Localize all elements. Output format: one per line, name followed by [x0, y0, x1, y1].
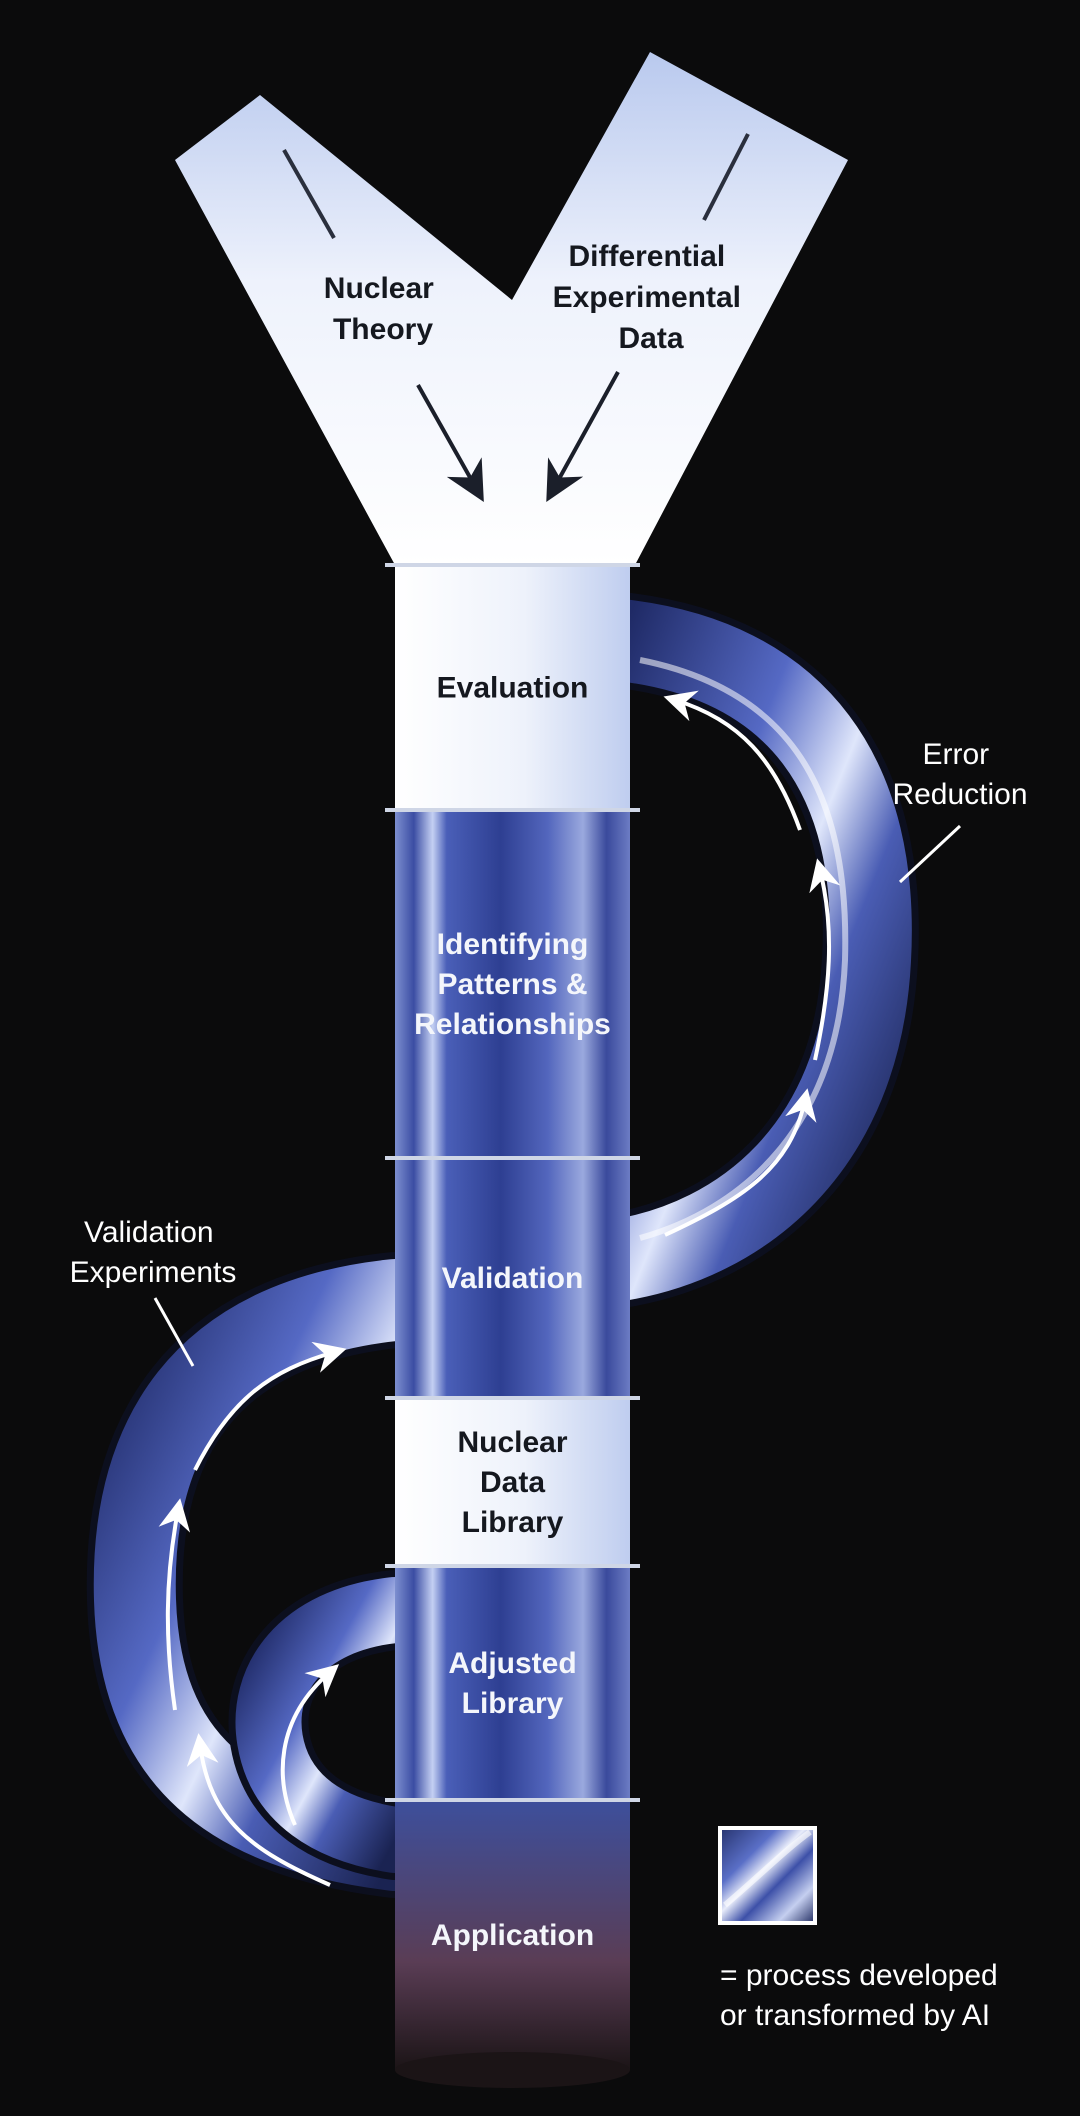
stage-evaluation-segment — [395, 565, 630, 810]
stage-application-segment — [395, 1800, 630, 2070]
stage-separator — [385, 563, 640, 567]
stage-adjusted-library-segment — [395, 1566, 630, 1800]
validation-experiments-label: Validation Experiments — [70, 1216, 237, 1289]
legend: = process developed or transformed by AI — [718, 1826, 1006, 2032]
stage-separator — [385, 1396, 640, 1400]
stage-validation-segment — [395, 1158, 630, 1398]
differential-experimental-data-label: Differential Experimental Data — [553, 240, 750, 355]
legend-text: = process developed or transformed by AI — [720, 1959, 1006, 2032]
error-reduction-loop — [572, 592, 919, 1308]
stage-validation-label: Validation — [442, 1262, 584, 1295]
column-base — [395, 2052, 630, 2088]
validation-arrow-upper — [193, 1341, 347, 1471]
stage-separator — [385, 1798, 640, 1802]
experimental-flow-arrow — [546, 371, 620, 503]
stage-separator — [385, 808, 640, 812]
stage-identifying-patterns-segment — [395, 810, 630, 1158]
stage-evaluation-label: Evaluation — [437, 672, 589, 705]
swatch-tube-stripe — [723, 1829, 812, 1908]
validation-arrow-lower-outer — [186, 1733, 331, 1887]
validation-arrow-middle — [158, 1498, 191, 1711]
input-funnel — [175, 52, 848, 565]
error-reduction-label: Error Reduction — [892, 738, 1027, 811]
error-reduction-arrow-middle — [809, 858, 841, 1061]
stage-separator — [385, 1156, 640, 1160]
funnel-highlight-right — [702, 133, 750, 221]
nuclear-theory-label: Nuclear Theory — [324, 272, 442, 346]
validation-experiments-loop — [86, 1252, 443, 1898]
funnel-highlight-left — [282, 149, 336, 239]
stage-separator — [385, 1564, 640, 1568]
error-reduction-arrow-upper — [663, 690, 802, 831]
error-reduction-leader — [898, 824, 962, 884]
stage-application-label: Application — [431, 1919, 594, 1952]
validation-experiments-leader — [153, 1297, 195, 1367]
theory-flow-arrow — [416, 384, 484, 502]
error-reduction-arrow-lower — [664, 1088, 817, 1237]
stage-nuclear-data-library-segment — [395, 1398, 630, 1566]
validation-arrow-inner — [280, 1664, 340, 1826]
